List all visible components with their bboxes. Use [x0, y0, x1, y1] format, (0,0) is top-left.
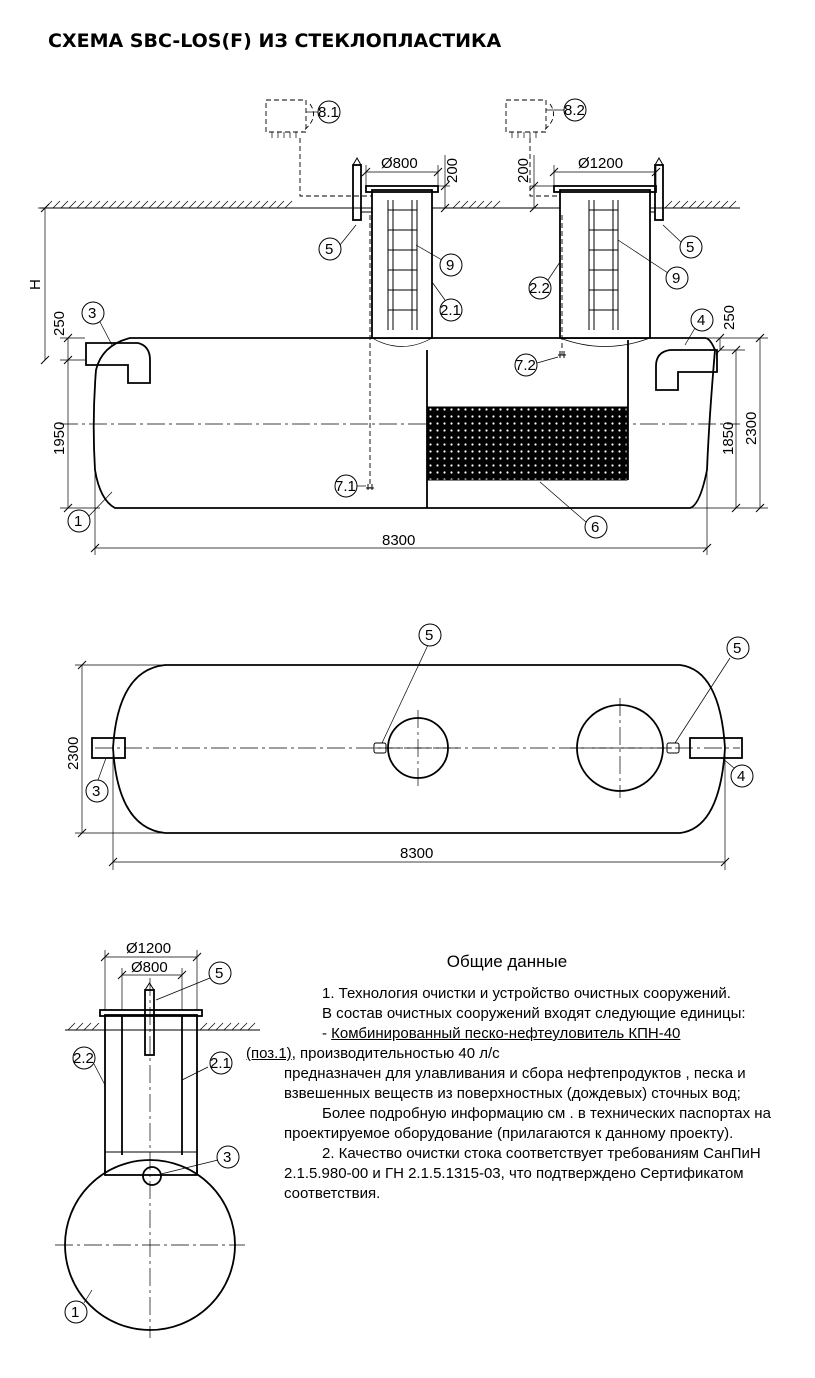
callout-3-plan: 3 [92, 783, 100, 800]
notes-position-link[interactable]: (поз.1) [246, 1045, 292, 1062]
callout-2-1-end: 2.1 [210, 1055, 231, 1072]
notes-heading: Общие данные [446, 952, 568, 971]
alarm-box-8-1 [265, 99, 372, 197]
general-notes: Общие данные 1. Технология очистки и уст… [246, 952, 794, 1204]
callout-2-1: 2.1 [440, 302, 461, 319]
outlet-pipe-plan [689, 737, 743, 759]
notes-paragraph-6: 2. Качество очистки стока соответствует … [284, 1145, 761, 1202]
callout-7-1: 7.1 [335, 478, 356, 495]
callout-4: 4 [697, 312, 705, 329]
notes-capacity: , производительностью 40 л/с [291, 1045, 500, 1062]
dim-8300: 8300 [382, 532, 415, 549]
dim-2300: 2300 [743, 412, 760, 445]
shaft-2-2 [553, 156, 664, 358]
plan-view: 2300 8300 5 5 3 4 [65, 623, 754, 870]
coalescing-module [427, 406, 628, 481]
tank-plan-outline [112, 664, 726, 834]
dimension-ticks [40, 167, 765, 553]
ground-hatching [44, 200, 737, 209]
dim-8300-plan: 8300 [400, 845, 433, 862]
callout-9-left: 9 [446, 257, 454, 274]
callout-9-right: 9 [672, 270, 680, 287]
outlet-pipe [655, 349, 718, 391]
callout-3-end: 3 [223, 1149, 231, 1166]
page-title: СХЕМА SBC-LOS(F) ИЗ СТЕКЛОПЛАСТИКА [48, 30, 502, 52]
notes-paragraph-3: - Комбинированный песко-нефтеуловитель К… [246, 1024, 794, 1064]
dim-d800-end: Ø800 [131, 959, 168, 976]
callout-5-right: 5 [686, 239, 694, 256]
callout-8-1: 8.1 [318, 104, 339, 121]
callout-1-end: 1 [71, 1304, 79, 1321]
dim-200-right: 200 [515, 158, 532, 183]
notes-paragraph-5: Более подробную информацию см . в технич… [284, 1105, 771, 1142]
dim-250-right: 250 [721, 305, 738, 330]
callout-1: 1 [74, 513, 82, 530]
dim-250-left: 250 [51, 311, 68, 336]
dim-d1200-end: Ø1200 [126, 940, 171, 957]
notes-paragraph-2: В состав очистных сооружений входят след… [322, 1005, 746, 1022]
dim-d800: Ø800 [381, 155, 418, 172]
callout-7-2: 7.2 [515, 357, 536, 374]
inlet-pipe-plan [91, 737, 126, 759]
notes-dash: - [322, 1025, 332, 1042]
side-view: Ø800 Ø1200 200 200 H 250 1950 250 1850 2… [27, 98, 768, 555]
callout-2-2: 2.2 [529, 280, 550, 297]
callout-2-2-end: 2.2 [73, 1050, 94, 1067]
dim-200-left: 200 [444, 158, 461, 183]
dim-1950: 1950 [51, 422, 68, 455]
end-view: Ø1200 Ø800 5 2.1 2.2 3 1 [55, 940, 260, 1338]
callout-5-end: 5 [215, 965, 223, 982]
callout-4-plan: 4 [737, 768, 745, 785]
alarm-box-8-2 [505, 99, 560, 197]
notes-equipment-link[interactable]: Комбинированный песко-нефтеуловитель КПН… [331, 1025, 681, 1042]
notes-paragraph-4: предназначен для улавливания и сбора неф… [284, 1065, 746, 1102]
dim-d1200: Ø1200 [578, 155, 623, 172]
inlet-pipe [85, 342, 151, 384]
dim-H: H [27, 279, 44, 290]
shaft-2-1 [352, 156, 439, 490]
callouts-side: 1 3 4 5 5 9 9 2.1 2.2 [67, 98, 714, 539]
dim-2300-plan: 2300 [65, 737, 82, 770]
callout-6: 6 [591, 519, 599, 536]
callout-5-plan-left: 5 [425, 627, 433, 644]
notes-paragraph-1: 1. Технология очистки и устройство очист… [322, 985, 731, 1002]
callout-8-2: 8.2 [564, 102, 585, 119]
callout-5-plan-right: 5 [733, 640, 741, 657]
dim-1850: 1850 [720, 422, 737, 455]
callout-3: 3 [88, 305, 96, 322]
callout-5-left: 5 [325, 241, 333, 258]
